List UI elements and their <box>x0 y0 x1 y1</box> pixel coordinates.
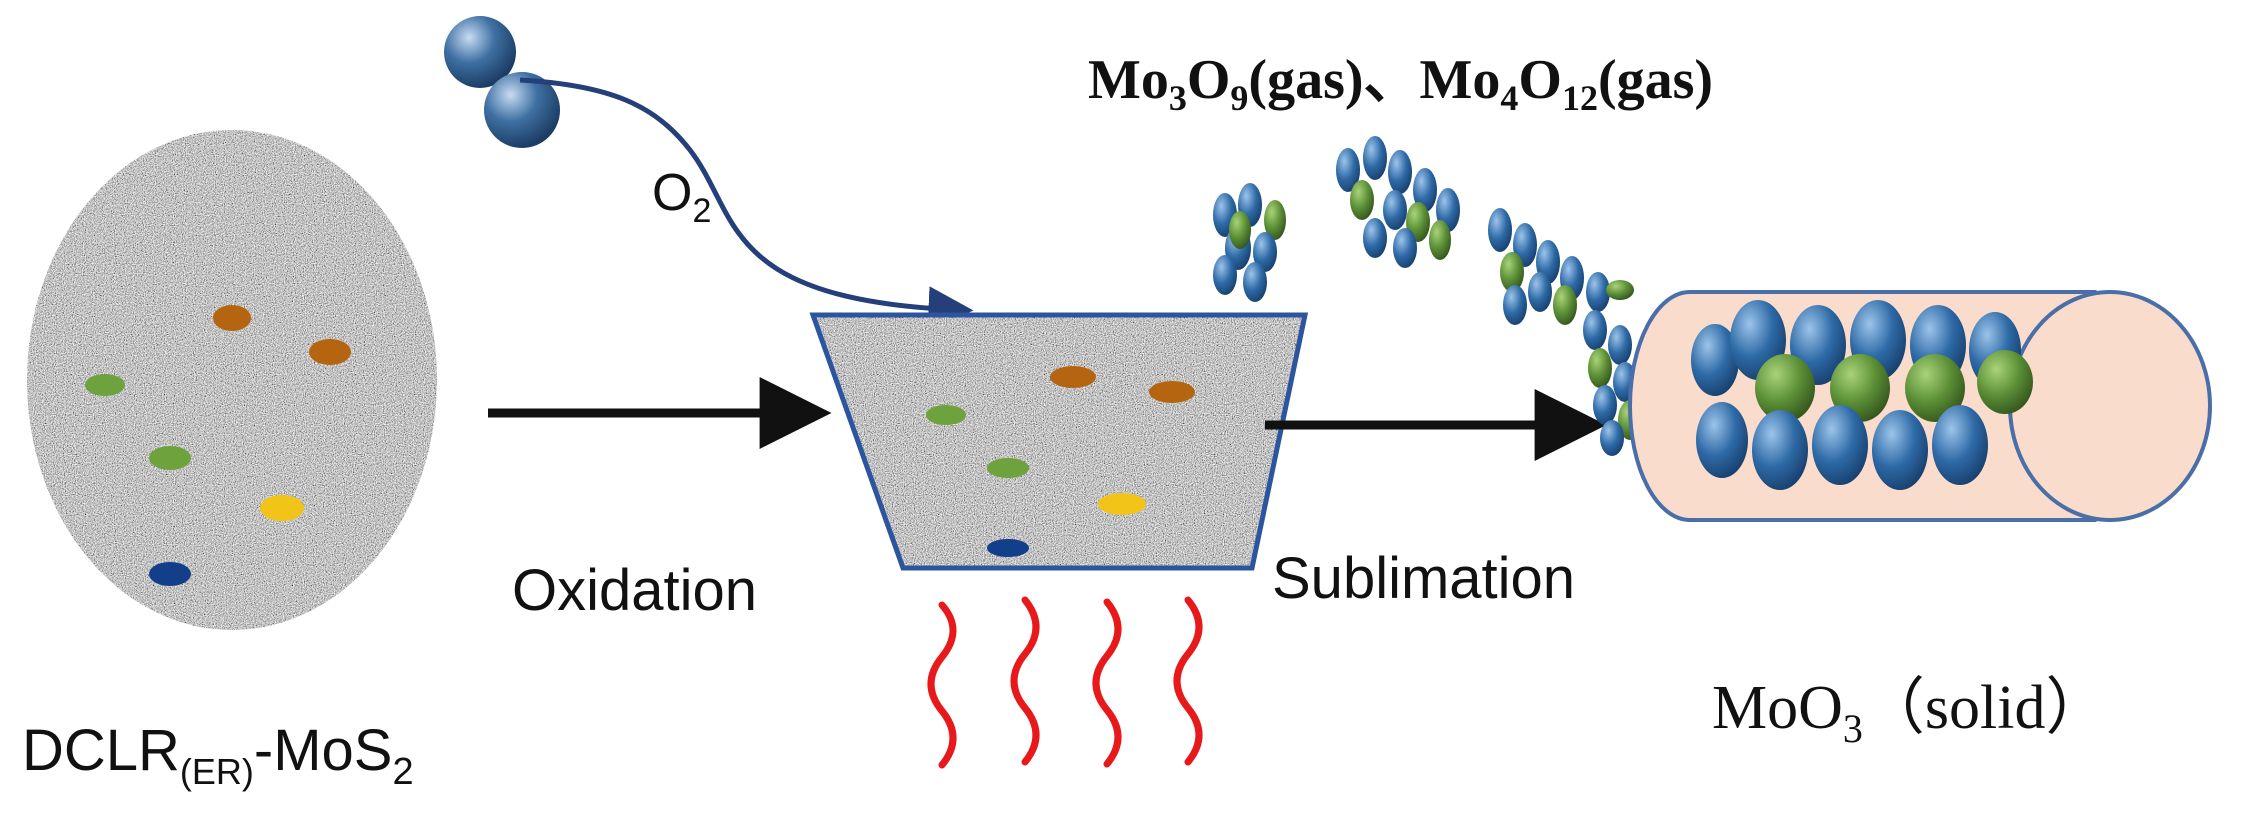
moo3-tube <box>1628 290 2212 522</box>
heat-icon <box>927 596 1203 769</box>
sublimation-label: Sublimation <box>1272 546 1575 611</box>
oxidation-label: Oxidation <box>512 558 757 623</box>
reactant-label: DCLR(ER)-MoS2 <box>22 718 414 793</box>
crucible-particles <box>926 366 1195 557</box>
crucible <box>809 312 1309 571</box>
reactant-sample <box>27 130 437 630</box>
product-label: MoO3（solid） <box>1712 674 2108 751</box>
gas-products-label: Mo3O9(gas)、Mo4O12(gas) <box>1088 49 1713 118</box>
reactant-particles <box>85 305 351 586</box>
gas-clusters <box>1213 136 1642 456</box>
moo3-crystal-atoms <box>1691 300 2033 490</box>
oxygen-flow-curve <box>519 77 974 332</box>
oxygen-molecule-icon <box>444 16 560 148</box>
oxygen-label: O2 <box>652 164 711 230</box>
